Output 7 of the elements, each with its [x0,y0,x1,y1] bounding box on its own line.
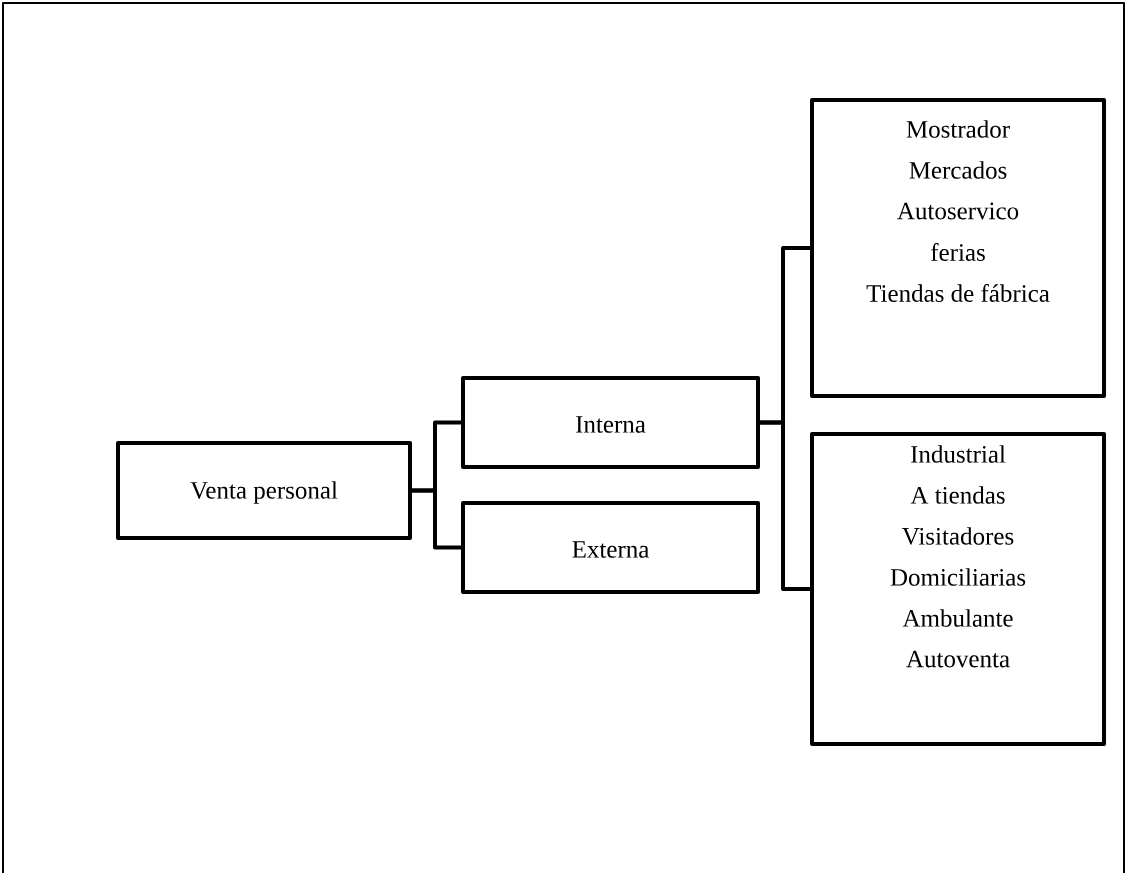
category-box: Externa [461,501,760,594]
list-box: Industrial A tiendas Visitadores Domiciliarias Ambulante Autoventa [810,432,1106,746]
connector-line [412,488,461,550]
category-box: Interna [461,376,760,469]
connector-line [760,420,810,591]
list-box: Mostrador Mercados Autoservico ferias Tiendas de fábrica [810,98,1106,398]
root-box: Venta personal [116,441,412,540]
